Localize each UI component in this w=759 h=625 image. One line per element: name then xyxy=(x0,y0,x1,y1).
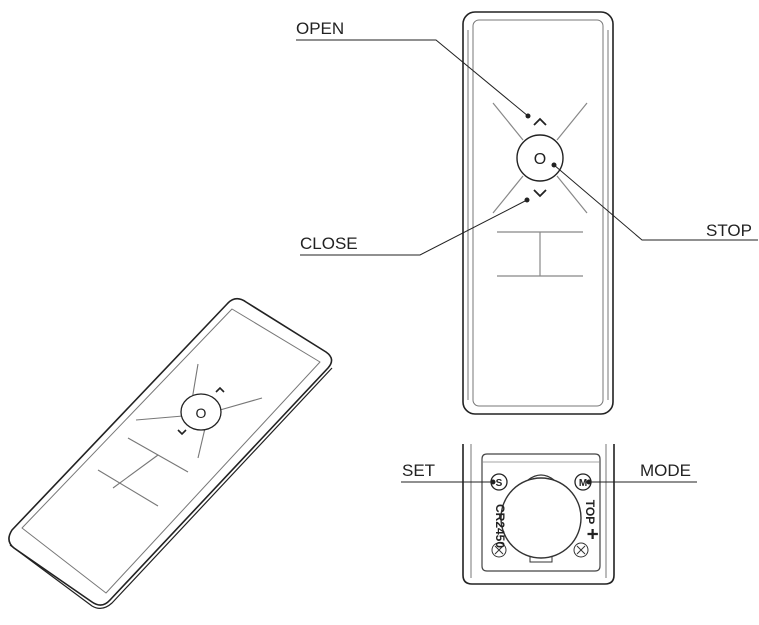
open-leader xyxy=(296,39,529,117)
front-remote-outer-body xyxy=(462,11,614,415)
persp-divider-b xyxy=(219,397,263,411)
screw-right-cross-b xyxy=(576,545,586,555)
perspective-stop-glyph: O xyxy=(196,405,207,421)
battery-tab xyxy=(527,474,555,481)
mode-label: MODE xyxy=(640,461,691,480)
perspective-close-chevron-icon xyxy=(177,429,187,436)
stop-button[interactable] xyxy=(516,134,564,182)
divider-upper-left xyxy=(492,102,524,141)
screw-icons xyxy=(491,542,589,558)
stop-label: STOP xyxy=(706,221,752,240)
mode-button-glyph: M xyxy=(579,478,587,489)
perspective-open-chevron-icon xyxy=(215,386,225,393)
close-chevron-icon xyxy=(533,189,547,198)
persp-lower-b xyxy=(97,469,159,507)
persp-divider-a xyxy=(191,363,199,401)
front-button-dividers xyxy=(492,102,588,277)
divider-upper-right xyxy=(556,102,588,141)
battery-tab-bottom xyxy=(529,556,553,563)
close-label: CLOSE xyxy=(300,234,358,253)
top-marking: TOP xyxy=(583,500,597,524)
set-pointer-dot xyxy=(490,479,496,485)
set-button-glyph: S xyxy=(496,478,503,489)
perspective-view-remote xyxy=(8,297,333,609)
mode-pointer-dot xyxy=(586,479,592,485)
battery-compartment-plate xyxy=(481,453,601,572)
front-remote-inner-body xyxy=(472,19,604,407)
perspective-button-dividers xyxy=(97,363,263,507)
back-remote-body xyxy=(462,444,615,585)
divider-lower-right xyxy=(556,175,588,214)
battery-cover[interactable] xyxy=(500,477,582,559)
perspective-top-inner xyxy=(21,308,321,594)
back-view-remote xyxy=(462,444,615,585)
perspective-stop-button xyxy=(180,393,222,431)
stop-leader xyxy=(553,164,758,241)
open-chevron-icon xyxy=(533,117,547,126)
persp-lower-mid xyxy=(112,454,159,489)
screw-left-cross-b xyxy=(494,545,504,555)
perspective-outer-body xyxy=(8,297,333,606)
close-leader xyxy=(300,199,528,256)
persp-divider-c xyxy=(135,415,184,421)
perspective-side-edge xyxy=(9,367,333,609)
stop-glyph: O xyxy=(534,151,546,168)
battery-type-label: CR2450 xyxy=(493,504,507,548)
set-label: SET xyxy=(402,461,435,480)
plus-marking: + xyxy=(581,528,603,540)
front-view-remote xyxy=(462,11,614,415)
stop-pointer-dot xyxy=(551,162,557,168)
leader-lines xyxy=(296,39,758,256)
divider-lower-left xyxy=(492,175,524,214)
open-pointer-dot xyxy=(525,113,531,119)
close-pointer-dot xyxy=(524,197,530,203)
open-label: OPEN xyxy=(296,19,344,38)
